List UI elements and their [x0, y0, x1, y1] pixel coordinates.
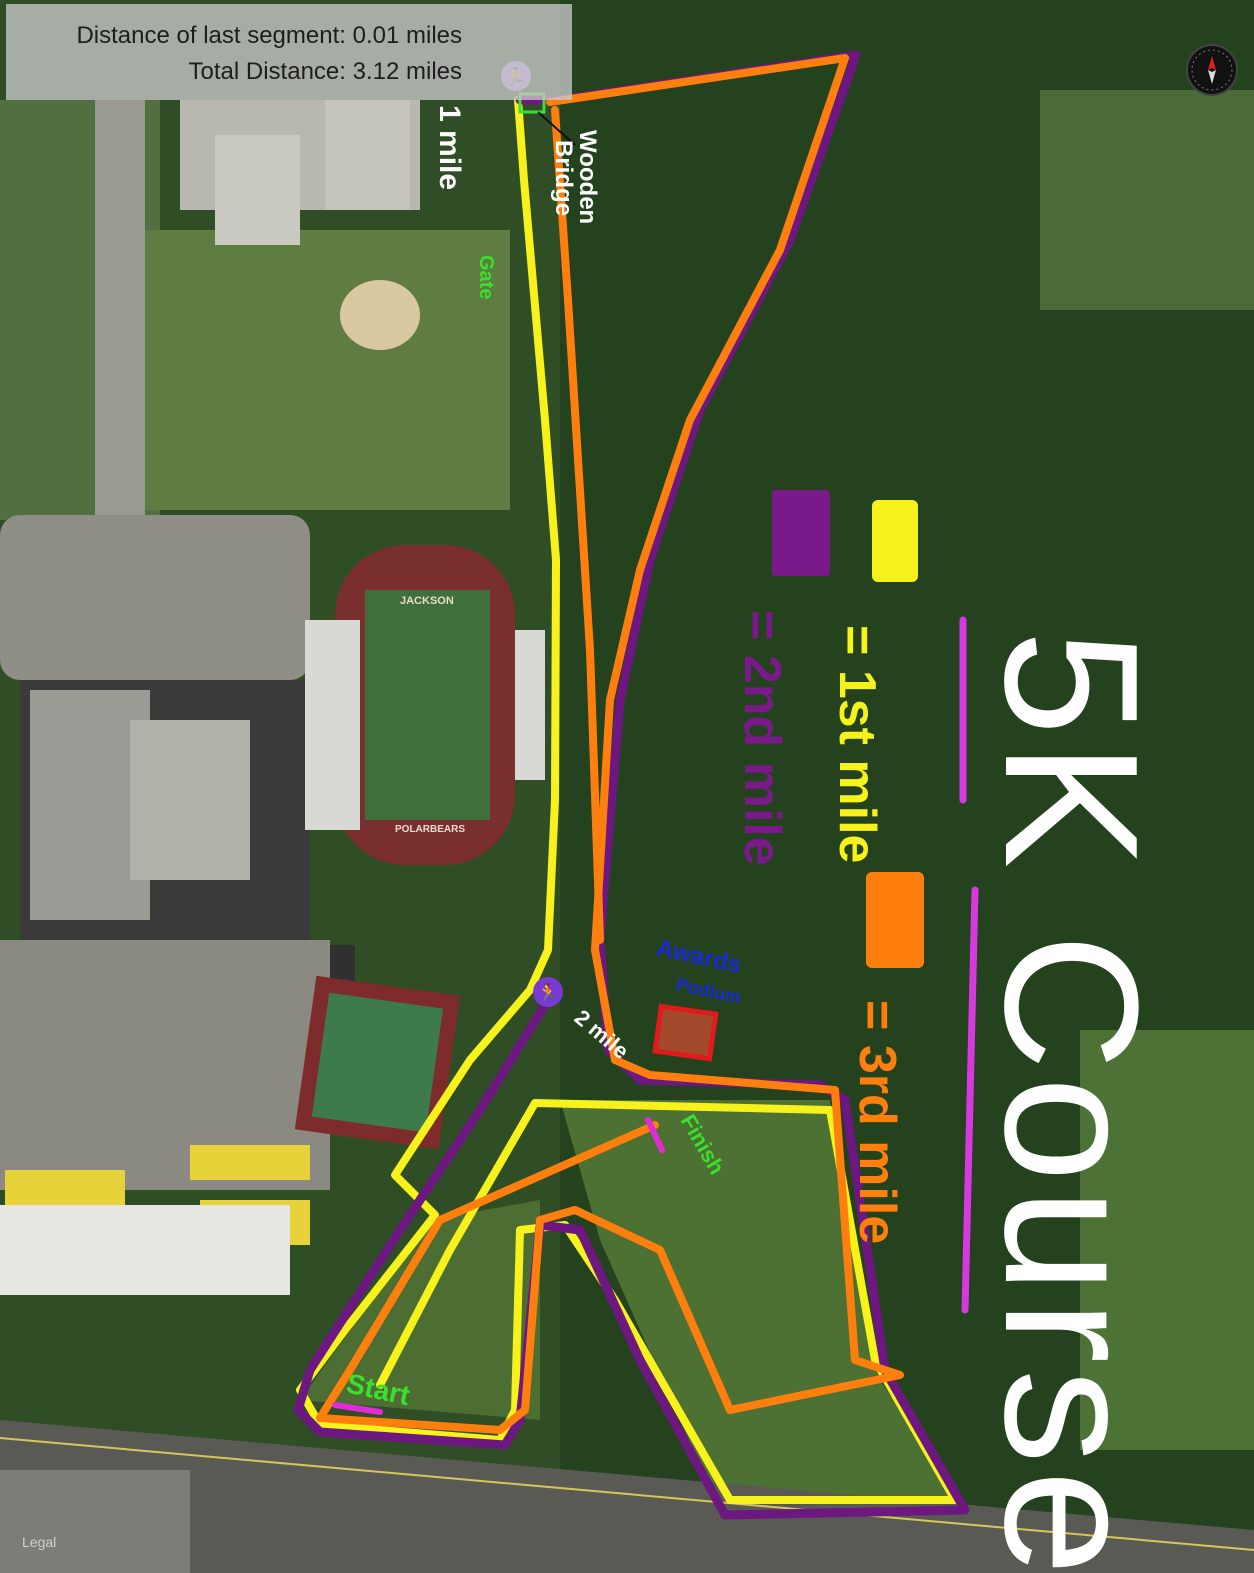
total-distance-value: 3.12 miles [352, 58, 462, 85]
distance-info-panel: Distance of last segment: 0.01 miles Tot… [6, 4, 572, 100]
last-segment-label: Distance of last segment: [76, 22, 346, 49]
awards-podium-box [652, 1003, 719, 1062]
legend-swatch-2nd [772, 490, 830, 576]
football-field [365, 590, 490, 820]
endzone-bottom-text: POLARBEARS [395, 824, 465, 835]
bridge-label-1: Wooden [574, 130, 601, 224]
course-title: 5K Course. [965, 630, 1177, 1573]
runner-icon[interactable]: 🏃 [533, 977, 563, 1007]
one-mile-label: 1 mile [433, 105, 466, 190]
total-distance-row: Total Distance: 3.12 miles [6, 54, 462, 90]
finish-line [645, 1117, 665, 1153]
parking-lot [0, 515, 310, 680]
legend-swatch-3rd [866, 872, 924, 968]
gate-label: Gate [475, 255, 497, 299]
bridge-label-2: Bridge [550, 140, 577, 216]
road [0, 1420, 1254, 1573]
map-legal-link[interactable]: Legal [22, 1534, 57, 1550]
bus-garage [0, 1205, 290, 1295]
grass-field [130, 230, 510, 510]
route-1st-mile [296, 96, 959, 1504]
legend-label-3rd: = 3rd mile [848, 1000, 906, 1244]
legend-label-2nd: = 2nd mile [733, 610, 791, 866]
last-segment-row: Distance of last segment: 0.01 miles [6, 18, 462, 54]
total-distance-label: Total Distance: [188, 58, 346, 85]
route-2nd-mile [293, 50, 970, 1520]
legend-swatch-1st [872, 500, 918, 582]
last-segment-value: 0.01 miles [352, 22, 462, 49]
route-3rd-mile [316, 54, 904, 1434]
compass-icon[interactable] [1186, 44, 1238, 96]
baseball-diamond [340, 280, 420, 350]
endzone-top-text: JACKSON [400, 595, 454, 607]
start-line [332, 1402, 383, 1415]
svg-text:🏃: 🏃 [537, 982, 559, 1004]
legend-label-1st: = 1st mile [828, 625, 886, 863]
